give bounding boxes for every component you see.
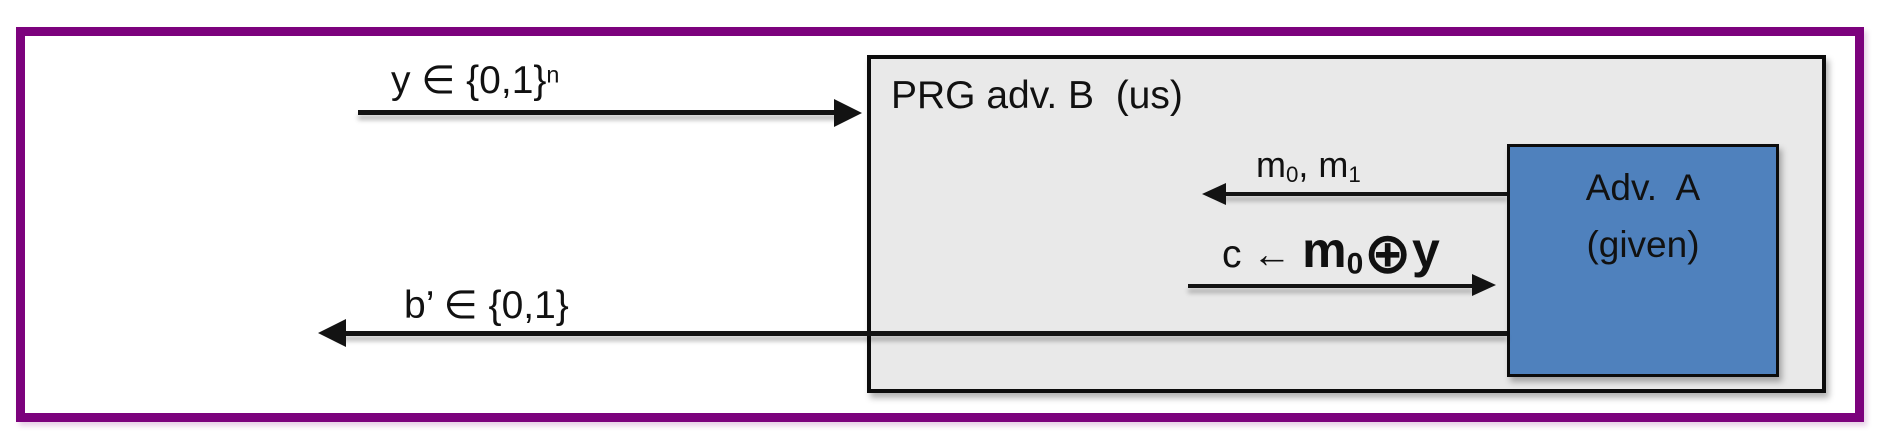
- messages-arrow-line: [1220, 192, 1507, 196]
- challenge-label-prefix: c ←: [1222, 233, 1303, 276]
- messages-label-sub1: 1: [1348, 161, 1361, 187]
- challenge-label: c ← m0⊕y: [1222, 221, 1440, 282]
- y-input-label: y ∈ {0,1}n: [391, 58, 559, 103]
- messages-label-m0: m: [1256, 144, 1286, 185]
- output-arrowhead-icon: [318, 319, 346, 347]
- y-input-arrow-line: [358, 110, 838, 115]
- y-input-arrowhead-icon: [834, 99, 862, 127]
- messages-label-mid: , m: [1298, 144, 1349, 185]
- challenge-label-m-sub: 0: [1346, 247, 1364, 281]
- adversary-a-label-line2: (given): [1586, 224, 1700, 266]
- prg-adversary-b-title: PRG adv. B (us): [891, 74, 1183, 117]
- challenge-arrow-line: [1188, 284, 1474, 288]
- y-input-label-superscript: n: [546, 61, 560, 88]
- messages-label: m0, m1: [1256, 144, 1361, 188]
- adversary-a-label-line1: Adv. A: [1585, 167, 1701, 208]
- outer-purple-frame: [16, 27, 1864, 422]
- challenge-label-m: m: [1302, 222, 1347, 278]
- xor-symbol: ⊕: [1363, 220, 1412, 286]
- messages-label-sub0: 0: [1286, 161, 1299, 187]
- output-arrow-line: [336, 331, 1507, 336]
- adversary-a-box: Adv. A (given): [1507, 144, 1779, 377]
- challenge-label-y: y: [1411, 222, 1440, 278]
- output-label: b’ ∈ {0,1}: [404, 284, 569, 327]
- messages-arrowhead-icon: [1202, 183, 1226, 205]
- y-input-label-text: y ∈ {0,1}: [391, 59, 547, 102]
- challenge-arrowhead-icon: [1472, 274, 1496, 296]
